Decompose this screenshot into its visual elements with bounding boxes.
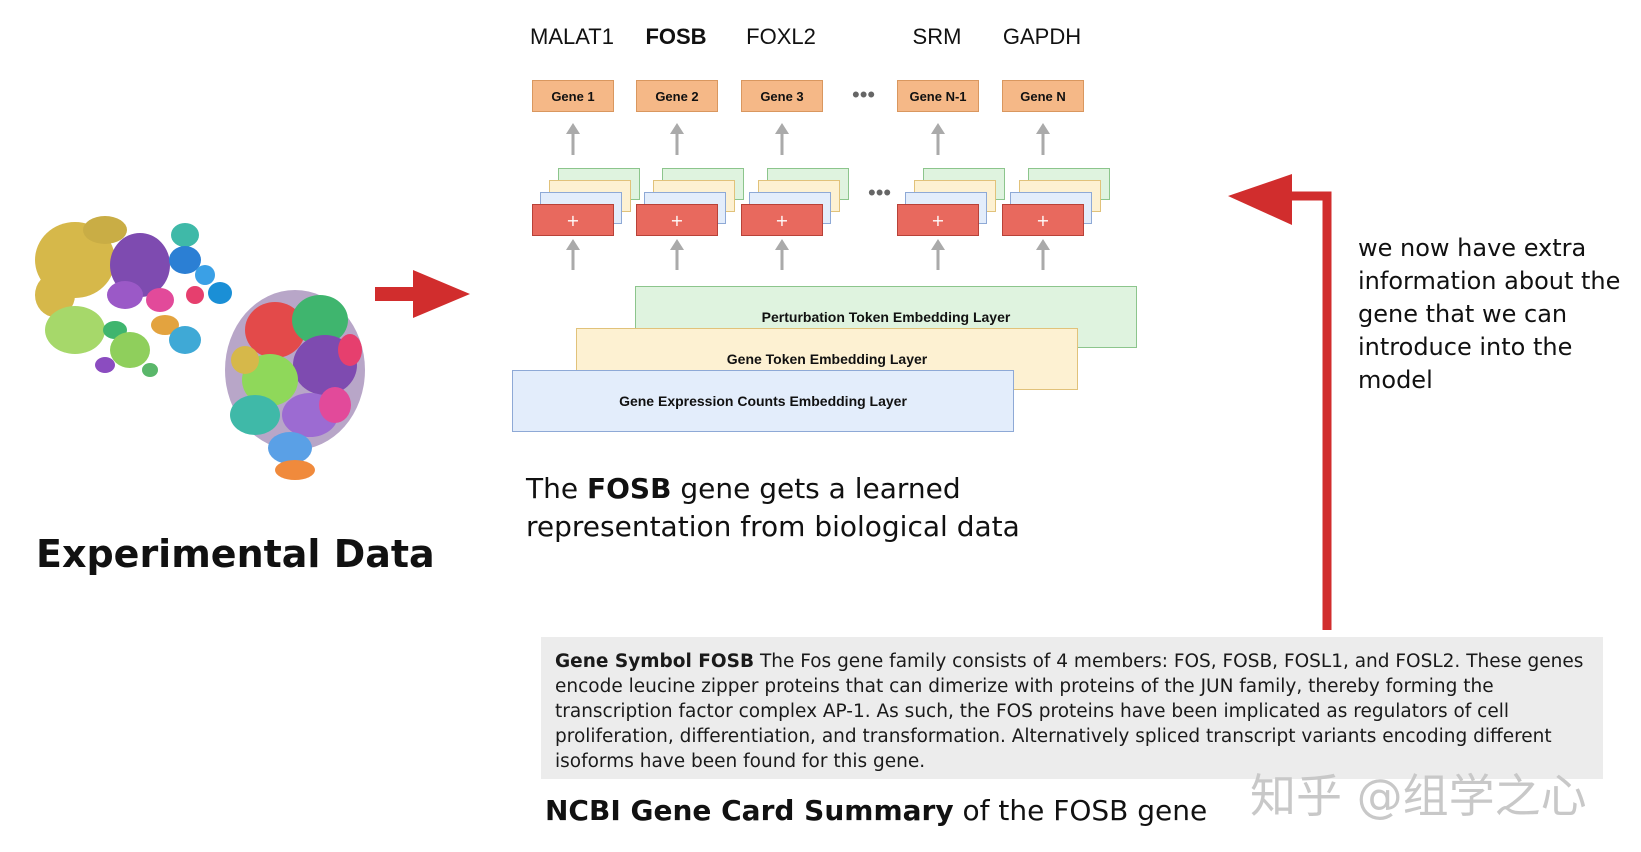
watermark: 知乎 @组学之心 <box>1250 769 1587 823</box>
gene-token-box-2: Gene 2 <box>636 80 718 112</box>
gene-name-foxl2: FOXL2 <box>746 24 816 49</box>
caption-bold-gene: FOSB <box>586 472 672 505</box>
data-to-model-arrow <box>375 270 470 318</box>
caption-prefix: The <box>526 472 587 505</box>
gene-name-srm: SRM <box>912 24 962 49</box>
side-note-text: we now have extra information about the … <box>1358 234 1621 394</box>
summary-label: Gene Symbol FOSB <box>555 651 755 672</box>
gene-token-box-n: Gene N <box>1002 80 1084 112</box>
gene-token-box-3: Gene 3 <box>741 80 823 112</box>
representation-caption: The FOSB gene gets a learned representat… <box>526 470 1166 546</box>
caption-suffix: gene gets a learned representation from … <box>526 472 1020 543</box>
plus-box: + <box>636 204 718 236</box>
umap-cluster-right <box>225 290 365 480</box>
embedding-stack-2: + <box>636 168 744 238</box>
ncbi-summary-caption: NCBI Gene Card Summary of the FOSB gene <box>545 794 1207 827</box>
plus-box: + <box>741 204 823 236</box>
gene-token-box-1: Gene 1 <box>532 80 614 112</box>
ncbi-rest: of the FOSB gene <box>953 794 1208 827</box>
plus-box: + <box>532 204 614 236</box>
upper-arrows <box>566 123 1050 270</box>
feedback-arrow <box>1228 174 1332 630</box>
gene-token-ellipsis: ••• <box>852 82 876 107</box>
gene-name-gapdh: GAPDH <box>1002 24 1082 49</box>
ncbi-bold: NCBI Gene Card Summary <box>545 794 954 827</box>
plus-box: + <box>897 204 979 236</box>
gene-token-box-n-minus-1: Gene N-1 <box>897 80 979 112</box>
embedding-stack-n: + <box>1002 168 1110 238</box>
gene-name-fosb: FOSB <box>645 24 707 49</box>
experimental-data-title: Experimental Data <box>36 532 435 576</box>
embedding-stack-n-minus-1: + <box>897 168 1005 238</box>
summary-text: The Fos gene family consists of 4 member… <box>555 651 1584 772</box>
umap-plot-illustration <box>35 216 365 480</box>
plus-box: + <box>1002 204 1084 236</box>
embedding-stack-1: + <box>532 168 640 238</box>
gene-summary-box: Gene Symbol FOSB The Fos gene family con… <box>541 637 1603 779</box>
stack-ellipsis: ••• <box>868 180 892 205</box>
umap-cluster-left <box>35 216 232 377</box>
embedding-stack-3: + <box>741 168 849 238</box>
gene-name-malat1: MALAT1 <box>530 24 614 49</box>
gene-expression-counts-embedding-layer: Gene Expression Counts Embedding Layer <box>512 370 1014 432</box>
